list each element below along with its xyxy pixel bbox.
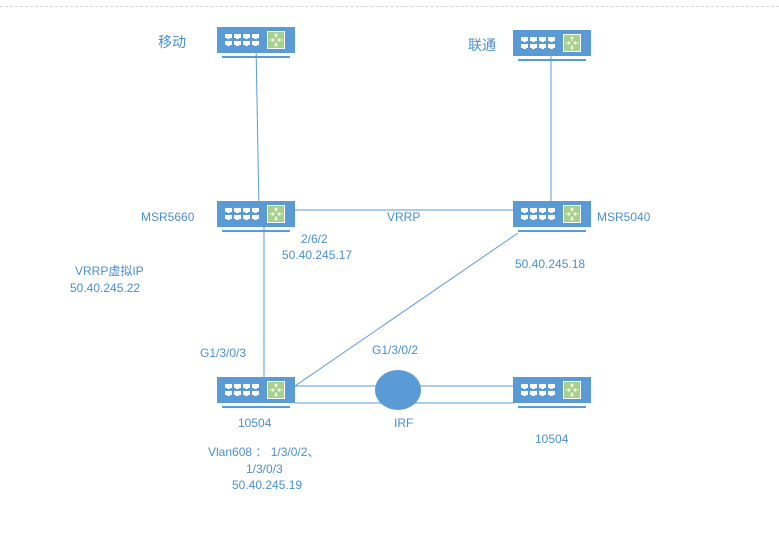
ports-icon	[225, 208, 259, 220]
device-base	[518, 59, 586, 61]
label-vrrp-vip-title: VRRP虚拟IP	[75, 264, 144, 278]
ports-icon	[521, 384, 555, 396]
ports-icon	[225, 34, 259, 46]
switch-module-icon	[563, 381, 581, 399]
label-irf: IRF	[394, 416, 414, 430]
switch-module-icon	[563, 34, 581, 52]
device-base	[222, 406, 290, 408]
label-mobile: 移动	[158, 34, 186, 50]
device-msr5040[interactable]	[513, 201, 591, 235]
label-vlan-ip: 50.40.245.19	[232, 478, 303, 492]
link-msr5040-sw1	[294, 232, 519, 387]
label-msr5040-ip: 50.40.245.18	[515, 257, 586, 271]
device-msr5660[interactable]	[217, 201, 295, 235]
label-g1-3-0-2: G1/3/0/2	[372, 343, 419, 357]
device-sw1[interactable]	[217, 377, 295, 411]
label-msr5660: MSR5660	[141, 210, 195, 224]
device-base	[518, 406, 586, 408]
device-base	[222, 230, 290, 232]
label-vlan-line1: Vlan608 ： 1/3/0/2、	[208, 445, 320, 459]
label-unicom: 联通	[468, 37, 496, 53]
label-msr5660-ip: 50.40.245.17	[282, 248, 353, 262]
label-msr5660-port: 2/6/2	[301, 232, 328, 246]
ports-icon	[225, 384, 259, 396]
switch-module-icon	[267, 31, 285, 49]
device-mobile[interactable]	[217, 27, 295, 61]
device-base	[222, 56, 290, 58]
irf-node[interactable]	[375, 370, 421, 410]
label-g1-3-0-3: G1/3/0/3	[200, 346, 247, 360]
label-vlan-line2: 1/3/0/3	[246, 462, 283, 476]
label-vrrp-vip: 50.40.245.22	[70, 281, 141, 295]
device-sw2[interactable]	[513, 377, 591, 411]
label-msr5040: MSR5040	[597, 210, 651, 224]
ports-icon	[521, 208, 555, 220]
link-mobile-msr5660	[255, 44, 260, 211]
label-vrrp: VRRP	[387, 210, 421, 224]
device-base	[518, 230, 586, 232]
ports-icon	[521, 37, 555, 49]
switch-module-icon	[563, 205, 581, 223]
page-divider	[0, 6, 779, 7]
switch-module-icon	[267, 205, 285, 223]
device-unicom[interactable]	[513, 30, 591, 64]
switch-module-icon	[267, 381, 285, 399]
label-sw2: 10504	[535, 432, 569, 446]
label-sw1: 10504	[238, 416, 272, 430]
